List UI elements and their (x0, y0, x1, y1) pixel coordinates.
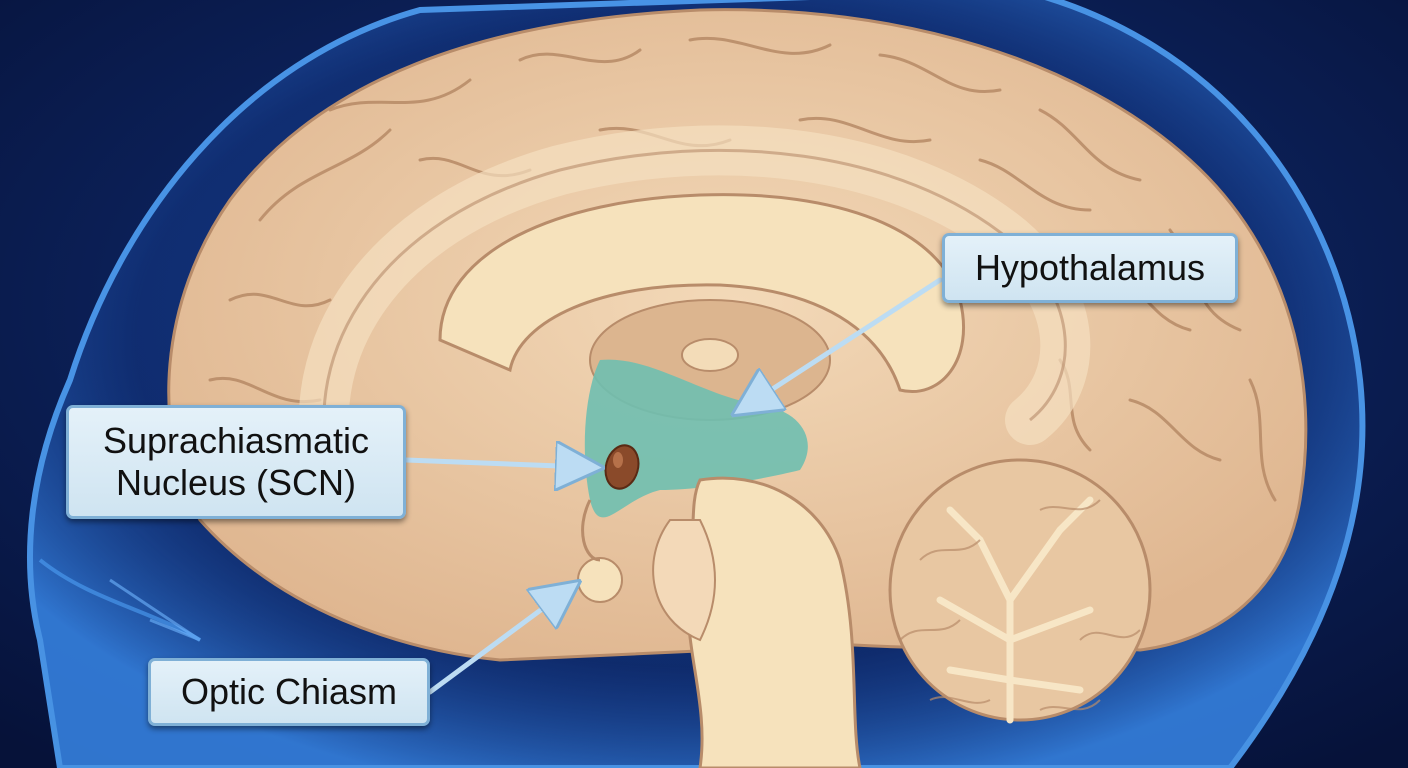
hypothalamus-region (584, 359, 808, 518)
corpus-callosum (438, 193, 966, 393)
optic-chiasm-structure (577, 557, 623, 603)
arrow-hypothalamus (748, 277, 943, 405)
scn-label-line1: Suprachiasmatic (102, 419, 370, 461)
pointer-arrows (403, 277, 943, 695)
scn-label: Suprachiasmatic Nucleus (SCN) (66, 405, 406, 519)
arrow-scn (403, 460, 585, 467)
scn-label-line2: Nucleus (SCN) (115, 462, 357, 503)
brain (167, 8, 1308, 768)
cerebellum (888, 458, 1152, 724)
arrow-optic-chiasm (427, 592, 565, 695)
hypothalamus-label: Hypothalamus (942, 233, 1238, 303)
optic-chiasm-label: Optic Chiasm (148, 658, 430, 726)
hypothalamus-label-text: Hypothalamus (974, 246, 1206, 288)
optic-chiasm-label-text: Optic Chiasm (180, 670, 398, 712)
